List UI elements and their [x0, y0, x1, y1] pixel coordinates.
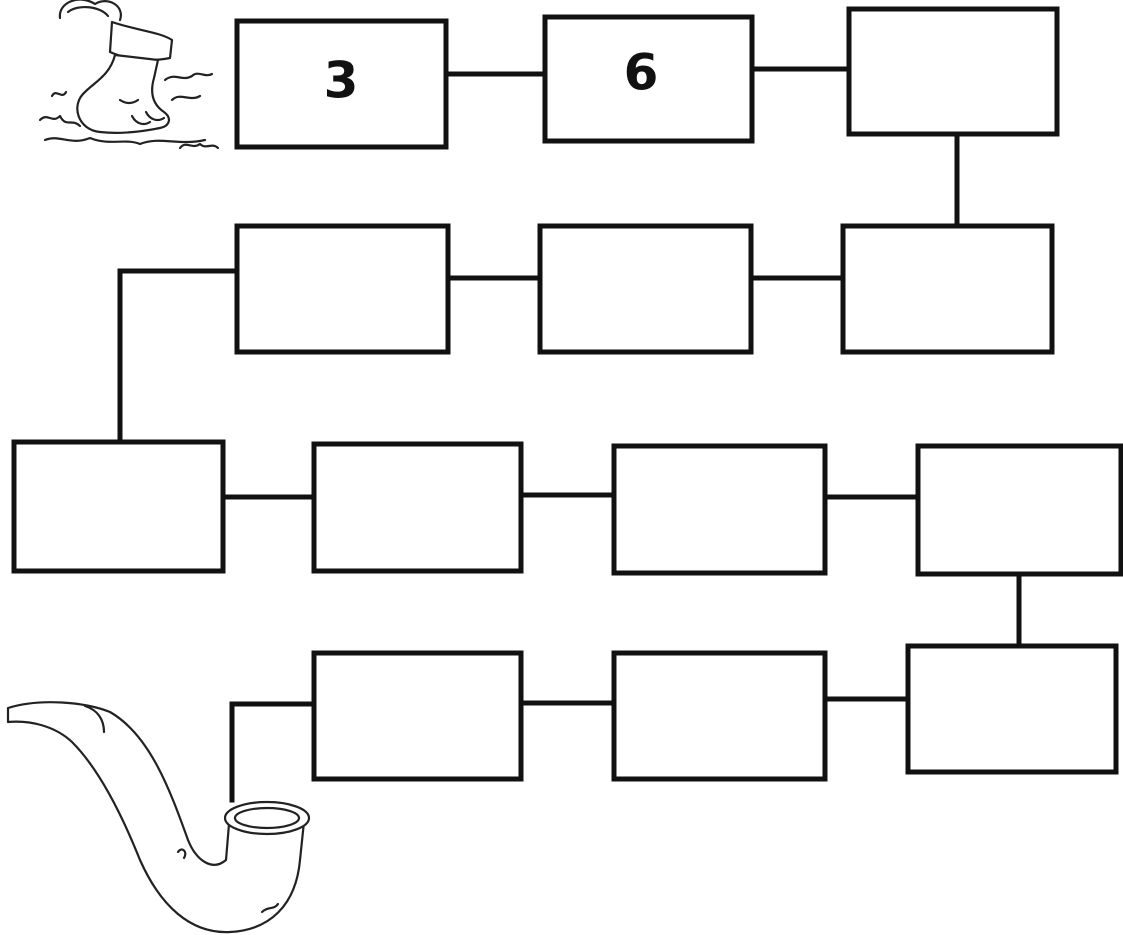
chain-cell	[843, 226, 1052, 352]
chain-cell	[614, 446, 825, 573]
foot-icon	[40, 0, 218, 148]
chain-box-2-value: 6	[624, 44, 659, 102]
chain-cell: 6	[545, 17, 752, 141]
chain-box-9	[614, 446, 825, 573]
connector-13-end	[232, 704, 314, 800]
chain-box-7	[14, 442, 223, 571]
chain-box-13	[314, 653, 521, 779]
connector-6-7	[120, 271, 237, 437]
chain-cell	[314, 653, 521, 779]
chain-box-5	[540, 226, 751, 352]
chain-box-6	[237, 226, 448, 352]
chain-box-10	[918, 446, 1121, 574]
chain-cell	[14, 442, 223, 571]
chain-box-4	[843, 226, 1052, 352]
chain-cell	[314, 444, 521, 571]
chain-cell	[237, 226, 448, 352]
chain-box-8	[314, 444, 521, 571]
chain-box-11	[908, 646, 1116, 772]
pipe-icon	[8, 702, 309, 932]
chain-box-3	[849, 9, 1057, 134]
chain-connectors	[120, 69, 1019, 800]
chain-cell	[849, 9, 1057, 134]
chain-cell	[908, 646, 1116, 772]
chain-cell	[614, 653, 825, 779]
chain-boxes: 3 6	[14, 9, 1121, 779]
chain-cell: 3	[237, 21, 446, 147]
chain-box-12	[614, 653, 825, 779]
chain-box-1-value: 3	[324, 52, 359, 110]
chain-cell	[540, 226, 751, 352]
chain-cell	[918, 446, 1121, 574]
